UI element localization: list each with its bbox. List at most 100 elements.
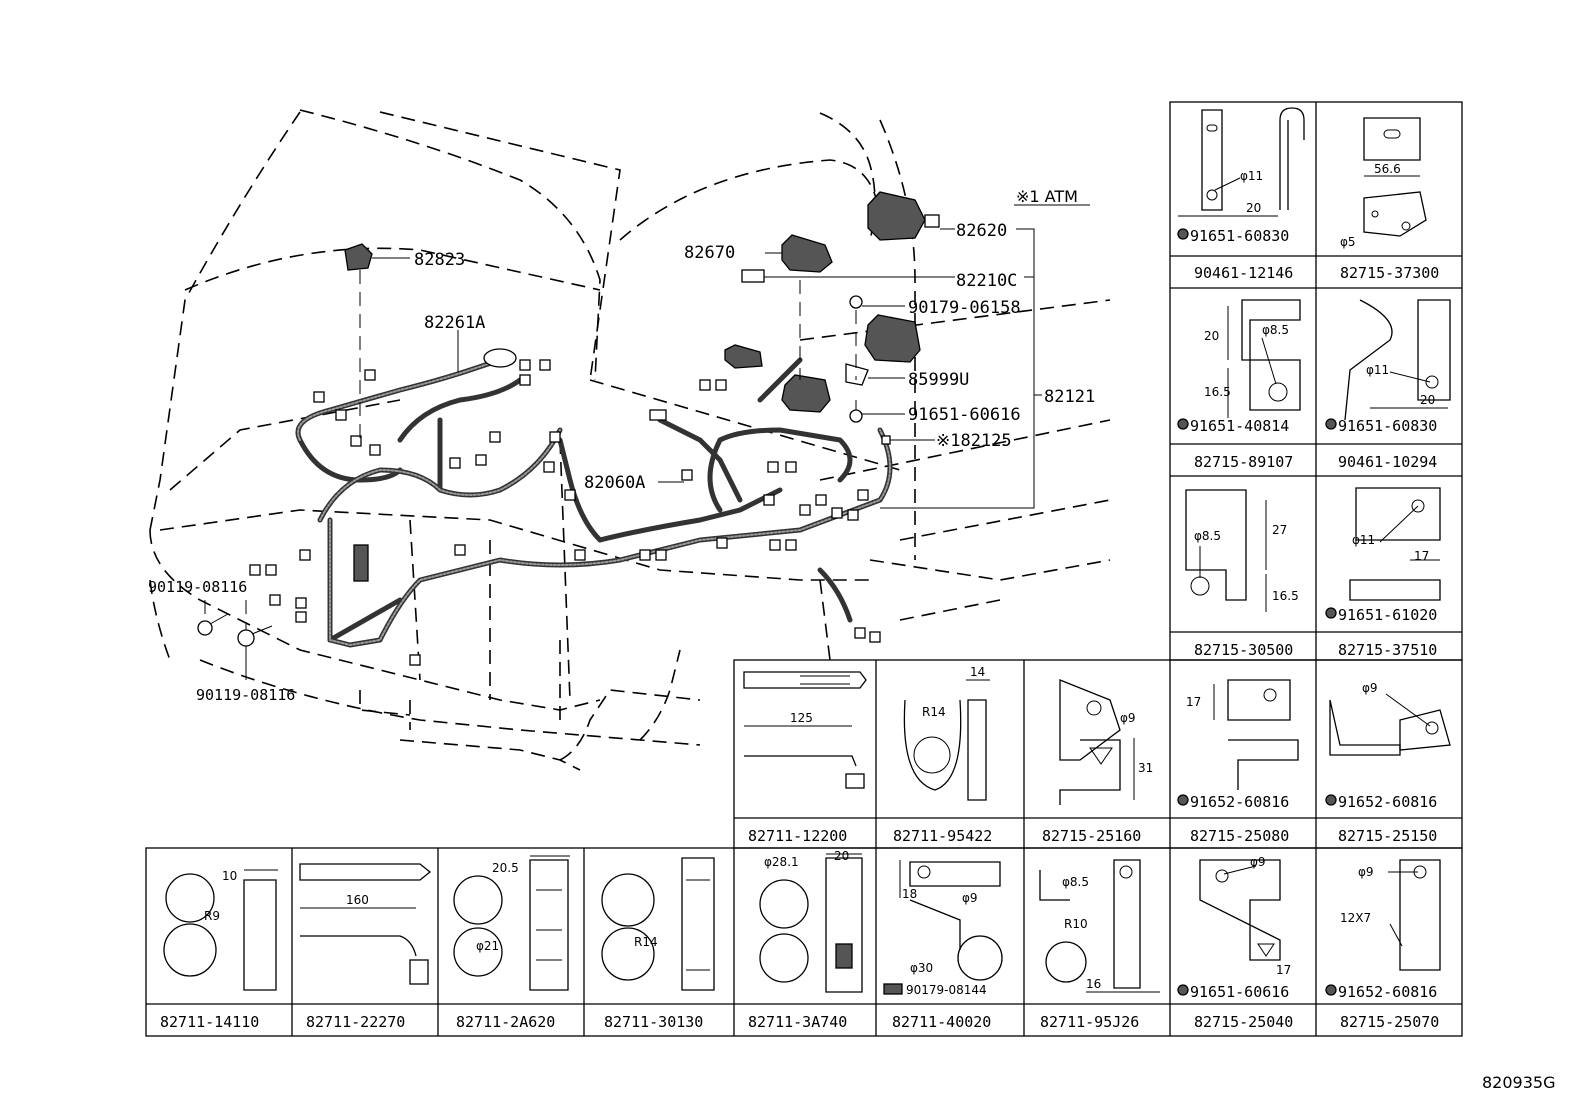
svg-text:φ8.5: φ8.5 xyxy=(1262,323,1289,337)
svg-text:R14: R14 xyxy=(922,705,946,719)
middle-parts-row: 125 82711-12200 14 R14 82711-95422 31 φ9… xyxy=(733,659,1463,849)
part-number: 82711-22270 xyxy=(306,1013,405,1031)
svg-text:12X7: 12X7 xyxy=(1340,911,1371,925)
wire-harness xyxy=(295,357,893,648)
svg-text:16.5: 16.5 xyxy=(1204,385,1231,399)
part-number: 82715-25160 xyxy=(1042,827,1141,845)
label-82823: 82823 xyxy=(414,250,465,270)
part-number: 82711-95422 xyxy=(893,827,992,845)
svg-text:20: 20 xyxy=(1246,201,1261,215)
svg-text:φ9: φ9 xyxy=(1358,865,1374,879)
svg-text:91652-60816: 91652-60816 xyxy=(1338,983,1437,1001)
label-90119-08116-a: 90119-08116 xyxy=(148,578,247,596)
part-cell-82715-25070: φ9 12X7 91652-60816 82715-25070 xyxy=(1325,859,1441,1031)
svg-text:91651-60616: 91651-60616 xyxy=(1190,983,1289,1001)
part-cell-82715-25040: φ9 17 91651-60616 82715-25040 xyxy=(1177,855,1293,1031)
harness-connectors xyxy=(249,348,891,666)
note-atm: ※1 ATM xyxy=(1016,187,1078,206)
svg-text:φ11: φ11 xyxy=(1352,533,1375,547)
part-number: 82715-25070 xyxy=(1340,1013,1439,1031)
relay-82670-icon xyxy=(781,234,833,273)
part-number: 82711-95J26 xyxy=(1040,1013,1139,1031)
part-number: 82715-89107 xyxy=(1194,453,1293,471)
part-number: 82715-25080 xyxy=(1190,827,1289,845)
svg-text:91652-60816: 91652-60816 xyxy=(1338,793,1437,811)
svg-text:27: 27 xyxy=(1272,523,1287,537)
part-number: 82711-3A740 xyxy=(748,1013,847,1031)
part-cell-90461-10294: φ11 20 91651-60830 90461-10294 xyxy=(1325,299,1451,471)
part-cell-90461-12146: φ11 20 91651-60830 90461-12146 xyxy=(1177,107,1305,282)
svg-text:20: 20 xyxy=(1420,393,1435,407)
label-85999U: 85999U xyxy=(908,370,969,390)
svg-text:17: 17 xyxy=(1276,963,1291,977)
part-cell-82715-89107: 20 16.5 φ8.5 91651-40814 82715-89107 xyxy=(1177,299,1301,471)
part-cell-82715-25160: 31 φ9 82715-25160 xyxy=(1042,679,1153,845)
svg-text:14: 14 xyxy=(970,665,985,679)
svg-text:20.5: 20.5 xyxy=(492,861,519,875)
part-number: 82711-40020 xyxy=(892,1013,991,1031)
part-cell-82715-37300: 56.6 φ5 82715-37300 xyxy=(1340,117,1439,282)
svg-text:125: 125 xyxy=(790,711,813,725)
svg-text:16: 16 xyxy=(1086,977,1101,991)
svg-text:160: 160 xyxy=(346,893,369,907)
svg-text:φ11: φ11 xyxy=(1366,363,1389,377)
leaders xyxy=(204,204,1090,680)
label-82670: 82670 xyxy=(684,243,735,263)
svg-text:φ8.5: φ8.5 xyxy=(1062,875,1089,889)
svg-text:91652-60816: 91652-60816 xyxy=(1190,793,1289,811)
svg-text:φ30: φ30 xyxy=(910,961,933,975)
right-parts-grid: φ11 20 91651-60830 90461-12146 56.6 φ5 8… xyxy=(1169,101,1463,661)
nut-90179-icon xyxy=(849,295,863,309)
label-90179-06158: 90179-06158 xyxy=(908,298,1021,318)
label-82210C: 82210C xyxy=(956,271,1017,291)
part-cell-82711-95J26: 16 φ8.5 R10 82711-95J26 xyxy=(1039,859,1160,1031)
svg-text:91651-61020: 91651-61020 xyxy=(1338,606,1437,624)
part-number: 82715-37300 xyxy=(1340,264,1439,282)
part-cell-82711-95422: 14 R14 82711-95422 xyxy=(893,665,992,845)
label-82125: ※182125 xyxy=(936,431,1012,451)
svg-text:90179-08144: 90179-08144 xyxy=(906,983,987,997)
svg-text:φ9: φ9 xyxy=(1250,855,1266,869)
bottom-parts-row: 10 R9 82711-14110 160 82711-22270 20.5 φ… xyxy=(145,847,1463,1037)
label-82620: 82620 xyxy=(956,221,1007,241)
svg-text:φ11: φ11 xyxy=(1240,169,1263,183)
part-cell-82711-22270: 160 82711-22270 xyxy=(299,863,432,1031)
part-cell-82715-25080: 17 91652-60816 82715-25080 xyxy=(1177,679,1299,845)
relay-block-icon xyxy=(864,314,921,363)
svg-text:91651-60830: 91651-60830 xyxy=(1190,227,1289,245)
part-number: 82715-30500 xyxy=(1194,641,1293,659)
bracket-85999U-icon xyxy=(845,363,869,386)
svg-text:R14: R14 xyxy=(634,935,658,949)
part-cell-82711-40020: 18 φ9 φ30 90179-08144 82711-40020 xyxy=(883,860,1003,1031)
part-cell-82711-30130: R14 82711-30130 xyxy=(601,857,715,1031)
svg-text:91651-40814: 91651-40814 xyxy=(1190,417,1289,435)
label-82121: 82121 xyxy=(1044,387,1095,407)
svg-text:φ9: φ9 xyxy=(1362,681,1378,695)
components xyxy=(197,191,940,647)
svg-text:20: 20 xyxy=(834,849,849,863)
part-number: 90461-10294 xyxy=(1338,453,1437,471)
svg-text:φ28.1: φ28.1 xyxy=(764,855,799,869)
part-cell-82711-12200: 125 82711-12200 xyxy=(743,671,867,845)
part-cell-82715-30500: 27 16.5 φ8.5 82715-30500 xyxy=(1185,489,1299,659)
svg-text:16.5: 16.5 xyxy=(1272,589,1299,603)
label-91651-60616: 91651-60616 xyxy=(908,405,1021,425)
part-number: 82715-25040 xyxy=(1194,1013,1293,1031)
label-82261A: 82261A xyxy=(424,313,485,333)
part-number: 82711-14110 xyxy=(160,1013,259,1031)
svg-text:10: 10 xyxy=(222,869,237,883)
svg-text:R10: R10 xyxy=(1064,917,1088,931)
svg-text:R9: R9 xyxy=(204,909,220,923)
svg-text:31: 31 xyxy=(1138,761,1153,775)
part-number: 82715-37510 xyxy=(1338,641,1437,659)
part-number: 82715-25150 xyxy=(1338,827,1437,845)
relay-82620-icon xyxy=(867,191,926,241)
svg-text:20: 20 xyxy=(1204,329,1219,343)
part-cell-82711-2A620: 20.5 φ21 82711-2A620 xyxy=(453,855,570,1031)
bolt-90119-a-icon xyxy=(197,620,213,636)
diagram-code: 820935G xyxy=(1482,1073,1555,1092)
part-number: 90461-12146 xyxy=(1194,264,1293,282)
bolt-90119-b-icon xyxy=(237,629,255,647)
part-number: 82711-30130 xyxy=(604,1013,703,1031)
